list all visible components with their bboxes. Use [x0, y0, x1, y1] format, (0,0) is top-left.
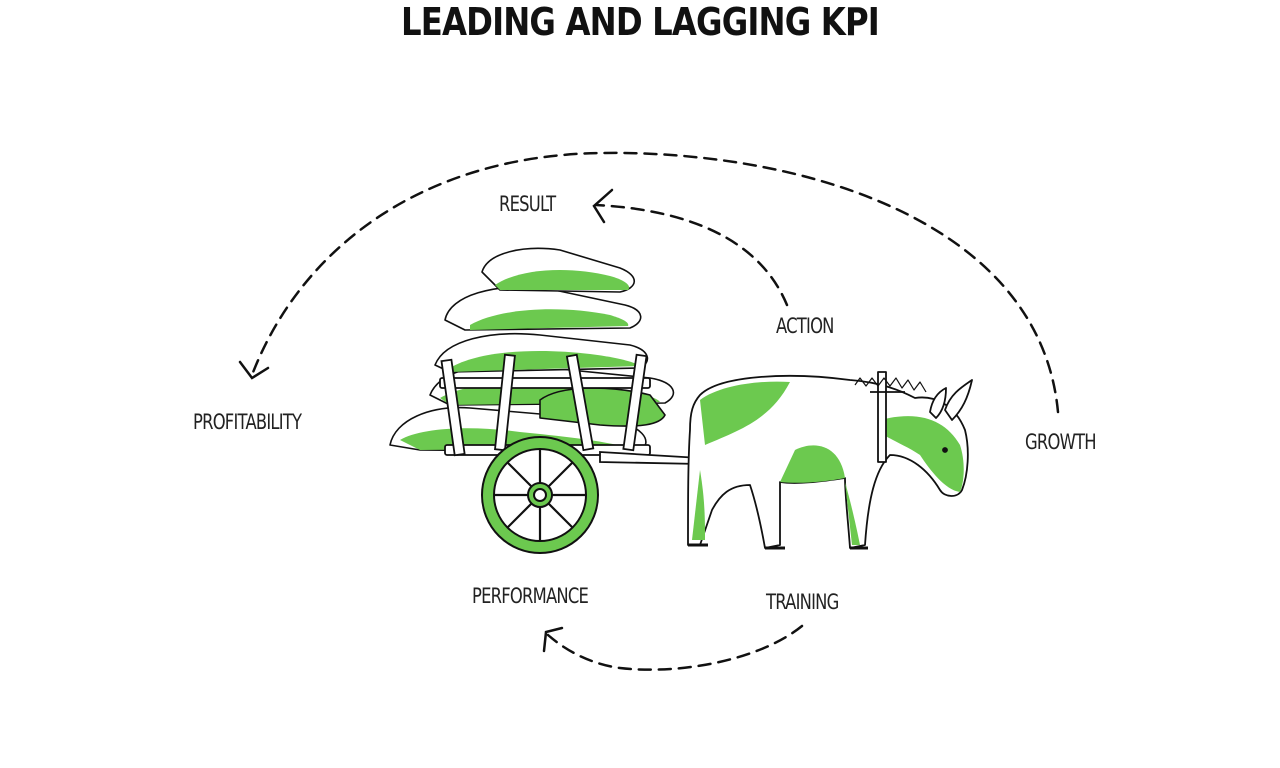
performance-arrowhead [542, 626, 564, 653]
label-training: TRAINING [766, 590, 839, 614]
training-to-performance-arrow [546, 624, 804, 671]
label-growth: GROWTH [1025, 430, 1097, 454]
donkey [687, 371, 973, 550]
label-action: ACTION [776, 314, 834, 338]
cart-frame [439, 353, 906, 465]
result-arrowhead [592, 188, 614, 224]
action-to-result-arrow [594, 203, 789, 307]
cart-wheel [481, 436, 599, 554]
label-performance: PERFORMANCE [472, 584, 589, 608]
page-title: LEADING AND LAGGING KPI [401, 0, 880, 44]
label-result: RESULT [499, 192, 556, 216]
label-profitability: PROFITABILITY [193, 410, 302, 434]
growth-to-profitability-arrow [250, 151, 1060, 414]
profitability-arrowhead [238, 360, 270, 380]
